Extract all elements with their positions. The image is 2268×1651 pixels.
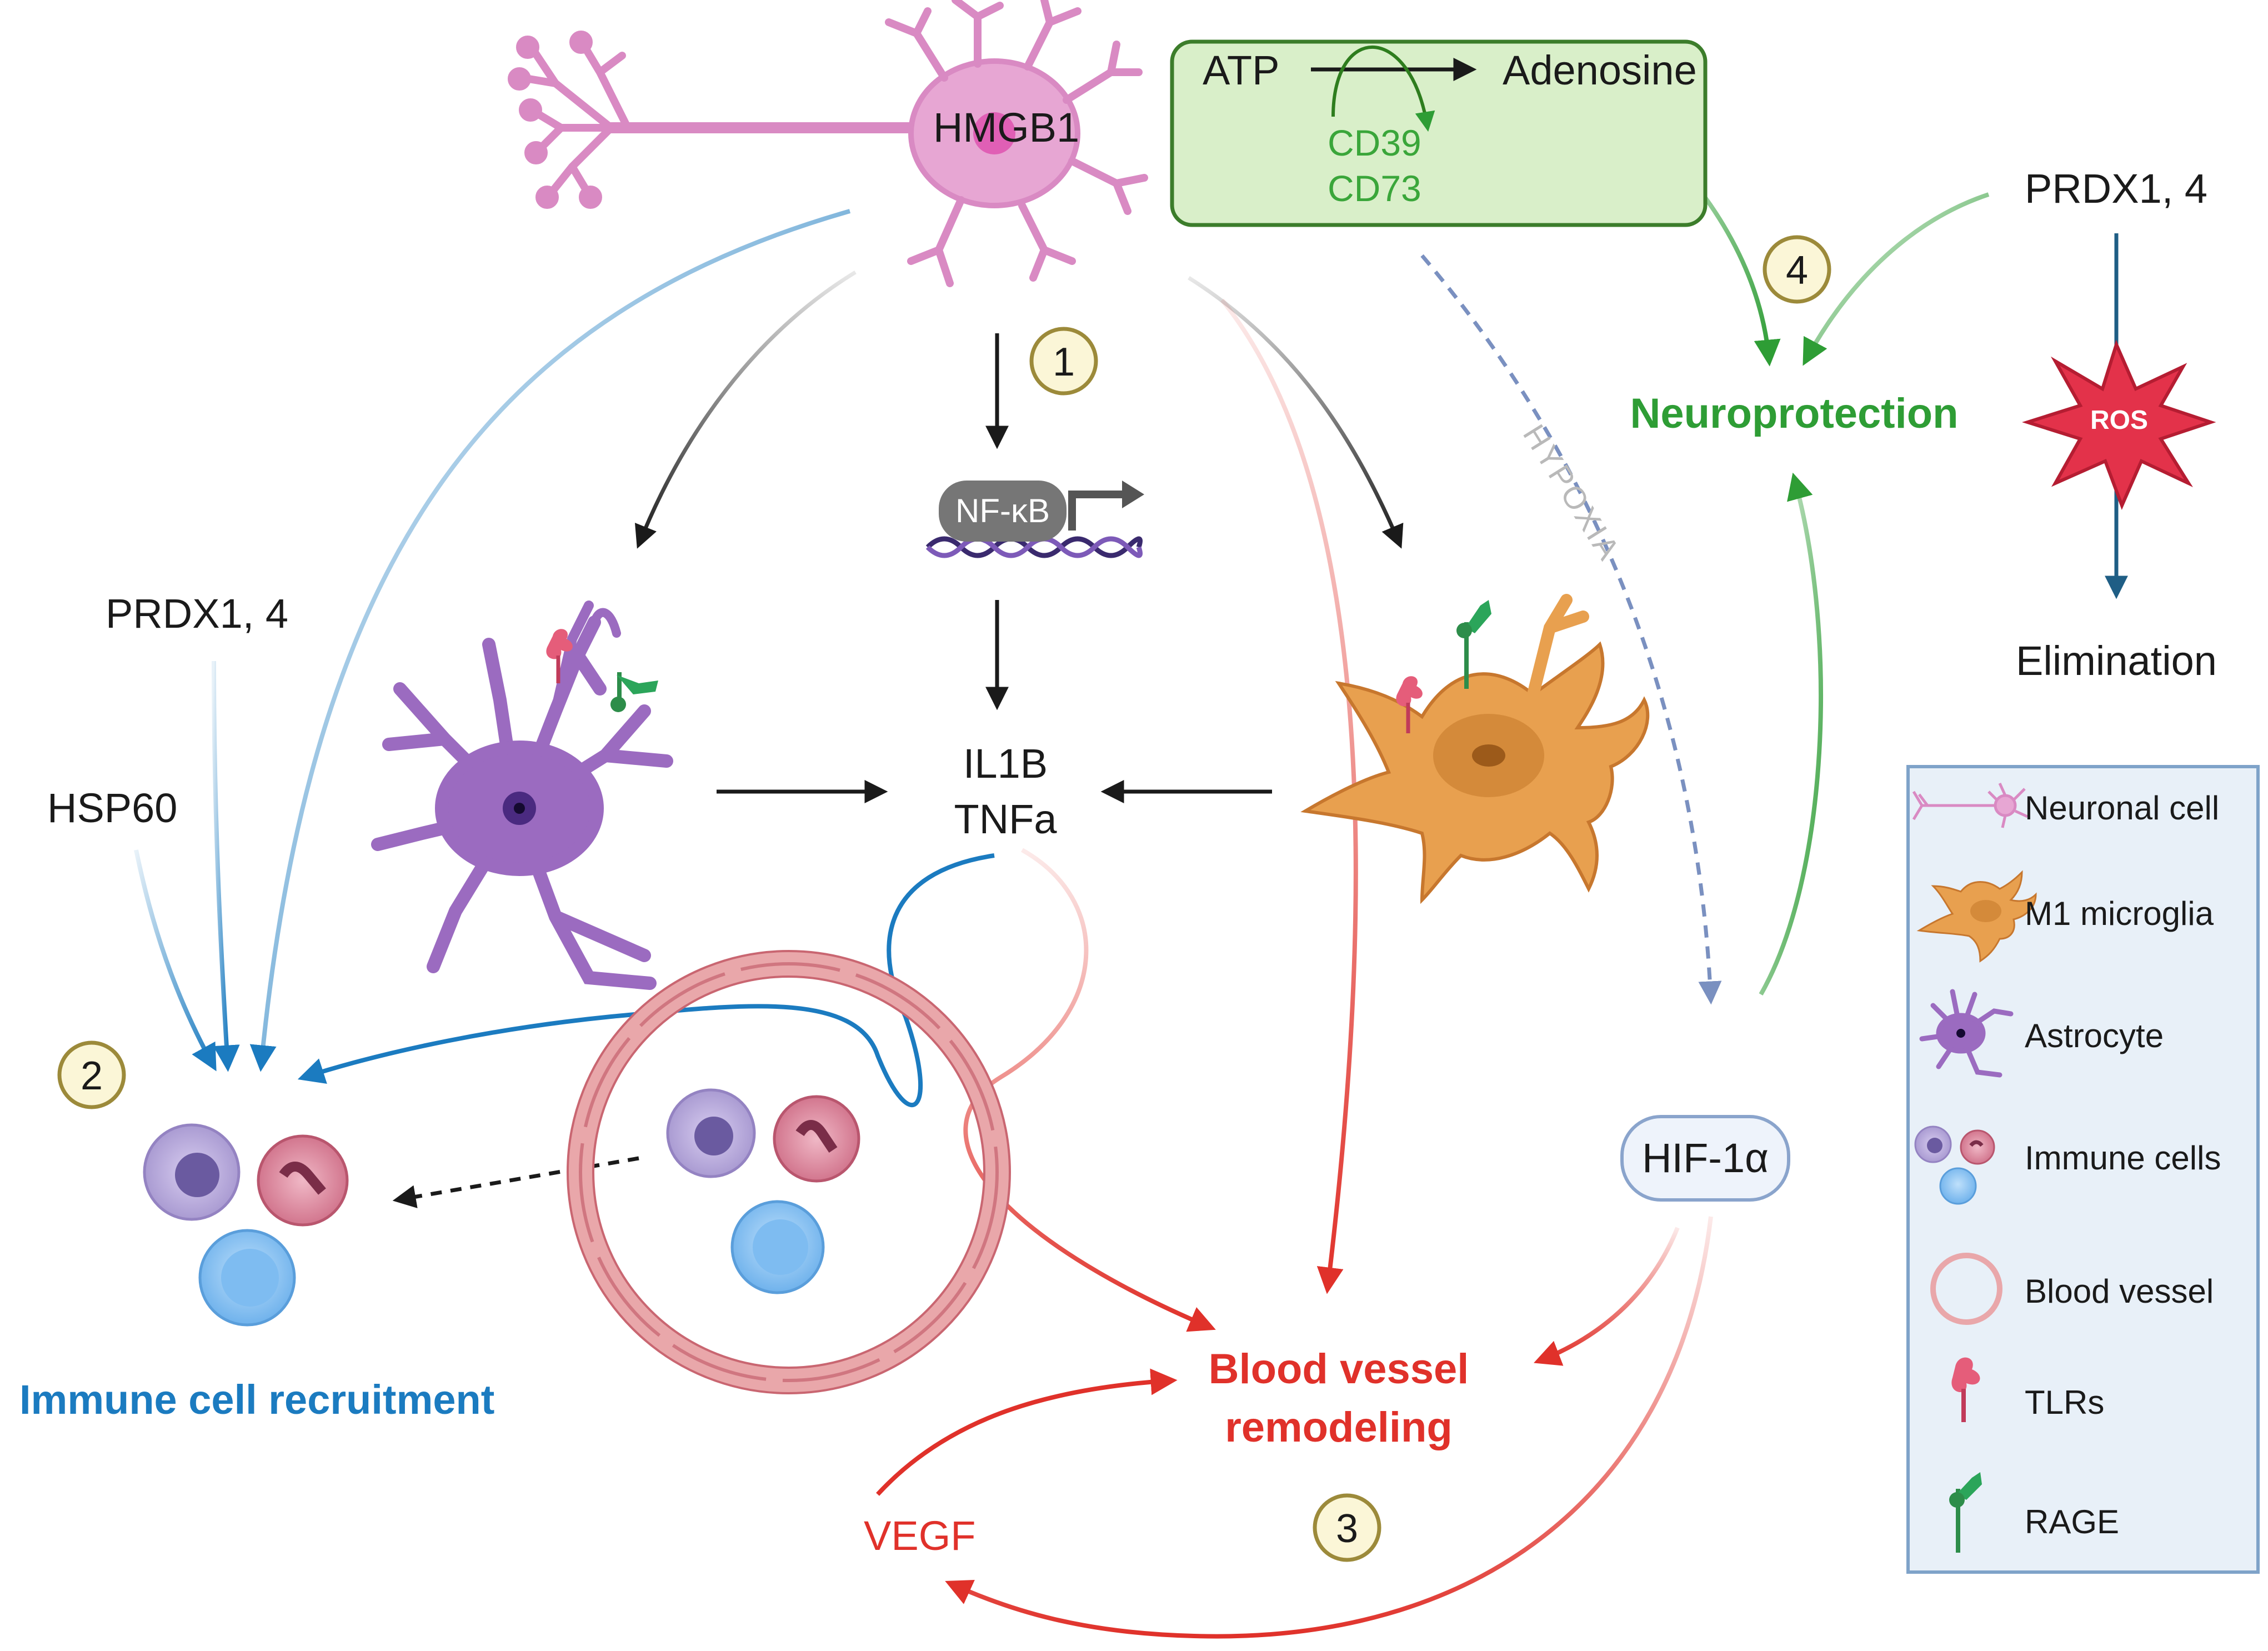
bv-remodeling-line1: Blood vessel bbox=[1209, 1345, 1469, 1393]
hif-label: HIF-1α bbox=[1642, 1135, 1769, 1181]
hypoxia-label: HYPOXIA bbox=[1516, 418, 1628, 567]
arrow-cd39-curve bbox=[1331, 45, 1435, 132]
legend-label-microglia: M1 microglia bbox=[2025, 895, 2214, 932]
arrow-prdx-to-immune bbox=[212, 661, 240, 1072]
step-badge-4: 4 bbox=[1763, 235, 1831, 304]
cd73-label: CD73 bbox=[1328, 168, 1421, 209]
arrow-tnfa-to-remodeling bbox=[963, 848, 1216, 1332]
step-badge-3: 3 bbox=[1313, 1493, 1381, 1562]
neuroprotection-label: Neuroprotection bbox=[1630, 390, 1958, 437]
neutrophil-cell bbox=[773, 1095, 860, 1183]
elimination-label: Elimination bbox=[2016, 638, 2217, 684]
arrow-tnfa-to-immune bbox=[297, 853, 995, 1107]
arrow-hypoxia bbox=[1420, 254, 1722, 1005]
legend: Neuronal cell M1 microglia Astrocyte Imm… bbox=[1906, 765, 2260, 1574]
svg-text:2: 2 bbox=[81, 1054, 103, 1098]
arrow-hif-to-neuroprotection bbox=[1759, 472, 1823, 995]
tlr-icon bbox=[1951, 1357, 1980, 1422]
tnfa-label: TNFa bbox=[954, 796, 1058, 842]
arrow-hif-to-vegf bbox=[945, 1216, 1713, 1639]
arrow-neuron-to-microglia bbox=[1188, 276, 1404, 549]
immune-recruitment-label: Immune cell recruitment bbox=[19, 1377, 494, 1423]
atp-label: ATP bbox=[1203, 47, 1279, 93]
legend-label-astrocyte: Astrocyte bbox=[2025, 1017, 2164, 1054]
arrow-hsp60-to-immune bbox=[134, 849, 217, 1072]
adenosine-label: Adenosine bbox=[1503, 47, 1697, 93]
neutrophil-cell bbox=[257, 1134, 349, 1227]
arrow-prdx-to-neuroprotection bbox=[1803, 192, 1990, 366]
hmgb1-label: HMGB1 bbox=[933, 104, 1079, 151]
bv-remodeling-line2: remodeling bbox=[1225, 1404, 1453, 1451]
neuron-icon bbox=[1912, 782, 2029, 828]
legend-label-rage: RAGE bbox=[2025, 1503, 2119, 1540]
legend-label-vessel: Blood vessel bbox=[2025, 1273, 2214, 1310]
astrocyte-icon bbox=[1919, 989, 2014, 1078]
step-badge-1: 1 bbox=[1029, 327, 1098, 396]
vegf-label: VEGF bbox=[864, 1513, 975, 1559]
cd39-label: CD39 bbox=[1328, 122, 1421, 163]
legend-label-tlr: TLRs bbox=[2025, 1384, 2104, 1421]
rage-icon bbox=[1456, 600, 1491, 689]
svg-text:1: 1 bbox=[1053, 340, 1075, 384]
arrow-vessel-to-immune-dashed bbox=[392, 1156, 639, 1208]
immune-cells bbox=[143, 1123, 349, 1327]
ros-star: ROS bbox=[2022, 339, 2216, 510]
rage-icon bbox=[610, 672, 658, 712]
arrow-hif-to-remodeling bbox=[1534, 1227, 1680, 1366]
immune-cells-icon bbox=[1914, 1125, 1995, 1205]
legend-label-immune: Immune cells bbox=[2025, 1139, 2221, 1177]
tlr-icon bbox=[546, 629, 573, 683]
ros-label: ROS bbox=[2090, 406, 2148, 435]
il1b-label: IL1B bbox=[963, 741, 1048, 787]
hif-box: HIF-1α bbox=[1620, 1115, 1790, 1202]
prdx-right-label: PRDX1, 4 bbox=[2025, 166, 2207, 212]
astrocyte-cell bbox=[371, 601, 673, 990]
neuron-cell bbox=[508, 0, 1148, 287]
step-badge-2: 2 bbox=[57, 1040, 126, 1109]
microglia-icon bbox=[1916, 870, 2037, 963]
hsp60-label: HSP60 bbox=[47, 785, 177, 831]
nfkb-label: NF-κB bbox=[955, 492, 1050, 529]
blood-vessel-icon bbox=[1930, 1253, 2002, 1325]
svg-text:4: 4 bbox=[1786, 248, 1808, 293]
tlr-icon bbox=[1396, 676, 1423, 733]
microglia-cell bbox=[1300, 594, 1650, 904]
svg-text:3: 3 bbox=[1336, 1507, 1358, 1551]
legend-label-neuron: Neuronal cell bbox=[2025, 789, 2219, 827]
arrow-vegf-to-remodeling bbox=[876, 1368, 1178, 1496]
prdx-left-label: PRDX1, 4 bbox=[106, 591, 288, 637]
nfkb-dna: NF-κB bbox=[925, 481, 1144, 558]
arrow-neuron-to-astrocyte bbox=[634, 271, 857, 549]
blood-vessel bbox=[567, 950, 1011, 1394]
rage-icon bbox=[1949, 1472, 1982, 1553]
atp-box: ATP Adenosine CD39 CD73 bbox=[1170, 39, 1708, 227]
arrow-neuron-to-immune bbox=[249, 209, 851, 1072]
